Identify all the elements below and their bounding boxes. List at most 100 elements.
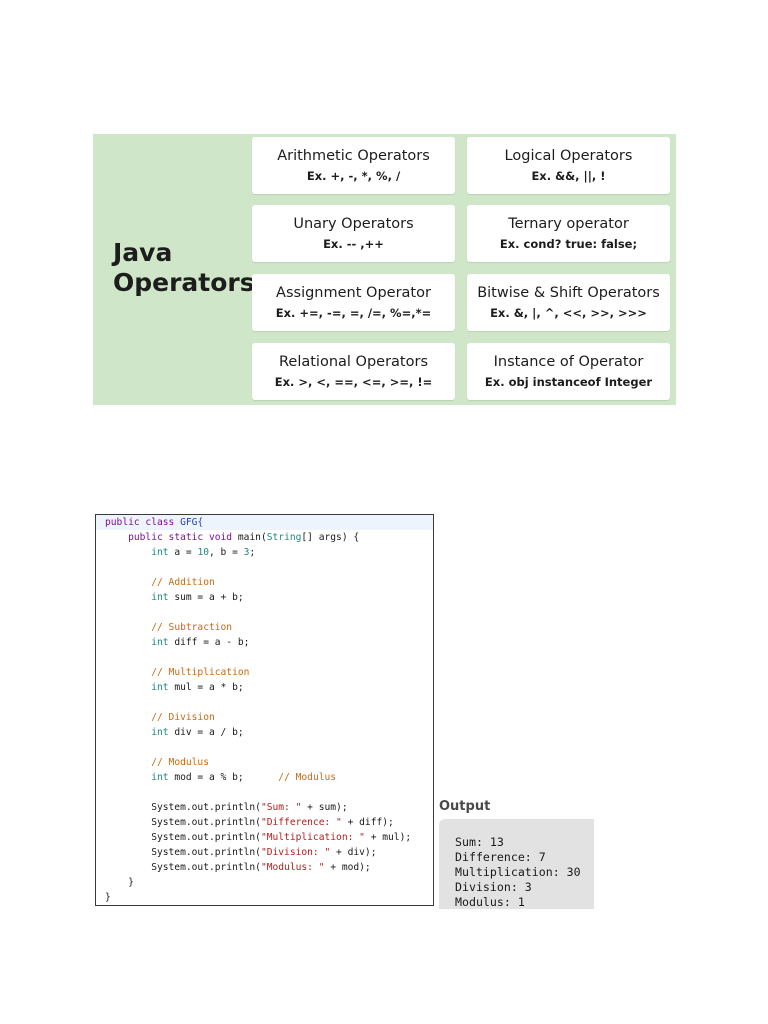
code-token: public class xyxy=(105,517,181,528)
code-token: int xyxy=(151,547,169,558)
code-token: int xyxy=(151,592,169,603)
code-line: int a = 10, b = 3; xyxy=(105,545,255,560)
code-line: // Multiplication xyxy=(105,665,249,680)
card-example: Ex. obj instanceof Integer xyxy=(484,375,653,389)
code-line: int div = a / b; xyxy=(105,725,243,740)
code-token: int xyxy=(151,637,169,648)
code-token: "Difference: " xyxy=(260,817,342,828)
code-token: ; xyxy=(249,547,256,558)
code-token: } xyxy=(105,877,134,888)
card-assignment-operator: Assignment Operator Ex. +=, -=, =, /=, %… xyxy=(252,274,455,331)
card-example: Ex. cond? true: false; xyxy=(499,237,638,251)
code-token: 3 xyxy=(243,547,250,558)
code-token: System.out.println( xyxy=(105,817,261,828)
infographic-title-line1: Java xyxy=(113,238,173,267)
output-line: Modulus: 1 xyxy=(455,895,525,909)
code-token: System.out.println( xyxy=(105,847,261,858)
code-token: [] args) { xyxy=(301,532,360,543)
card-arithmetic-operators: Arithmetic Operators Ex. +, -, *, %, / xyxy=(252,137,455,194)
code-line: public static void main(String[] args) { xyxy=(105,530,359,545)
output-line: Sum: 13 xyxy=(455,835,504,849)
code-token: System.out.println( xyxy=(105,832,261,843)
code-token: + mul); xyxy=(364,832,412,843)
code-listing: public class GFG{ public static void mai… xyxy=(95,514,434,906)
card-name: Assignment Operator xyxy=(276,285,431,301)
code-token: + mod); xyxy=(324,862,371,873)
code-token: int xyxy=(151,727,169,738)
code-token: + sum); xyxy=(301,802,348,813)
code-token: mod = a % b; xyxy=(168,772,279,783)
card-logical-operators: Logical Operators Ex. &&, ||, ! xyxy=(467,137,670,194)
card-instance-of-operator: Instance of Operator Ex. obj instanceof … xyxy=(467,343,670,400)
code-token: mul = a * b; xyxy=(168,682,244,693)
code-token: // Modulus xyxy=(151,757,209,768)
code-token xyxy=(105,667,151,678)
card-unary-operators: Unary Operators Ex. -- ,++ xyxy=(252,205,455,262)
code-token: String xyxy=(266,532,302,543)
code-token: // Subtraction xyxy=(151,622,233,633)
code-token: System.out.println( xyxy=(105,802,261,813)
code-token: 10 xyxy=(197,547,209,558)
code-line: } xyxy=(105,875,134,890)
code-token: System.out.println( xyxy=(105,862,261,873)
code-line: System.out.println("Division: " + div); xyxy=(105,845,376,860)
code-token: // Division xyxy=(151,712,215,723)
code-token xyxy=(105,532,128,543)
card-name: Logical Operators xyxy=(504,148,633,164)
output-line: Multiplication: 30 xyxy=(455,865,581,879)
code-token: { xyxy=(197,517,204,528)
card-example: Ex. >, <, ==, <=, >=, != xyxy=(274,375,433,389)
output-line: Difference: 7 xyxy=(455,850,546,864)
code-token: // Multiplication xyxy=(151,667,250,678)
code-token: sum = a + b; xyxy=(168,592,244,603)
code-line: System.out.println("Modulus: " + mod); xyxy=(105,860,371,875)
card-ternary-operator: Ternary operator Ex. cond? true: false; xyxy=(467,205,670,262)
code-token xyxy=(105,682,151,693)
infographic-title: Java Operators xyxy=(113,238,255,298)
code-token: } xyxy=(105,892,111,903)
card-example: Ex. &, |, ^, <<, >>, >>> xyxy=(490,306,647,320)
code-line: System.out.println("Multiplication: " + … xyxy=(105,830,411,845)
code-token xyxy=(105,772,151,783)
code-token: , b = xyxy=(209,547,244,558)
code-line: public class GFG{ xyxy=(96,515,433,530)
code-token: "Multiplication: " xyxy=(260,832,365,843)
code-token: a = xyxy=(168,547,198,558)
code-token: + div); xyxy=(330,847,377,858)
code-line: // Subtraction xyxy=(105,620,232,635)
code-token xyxy=(105,622,151,633)
card-name: Instance of Operator xyxy=(493,354,644,370)
output-label: Output xyxy=(439,799,491,814)
code-token xyxy=(105,577,151,588)
code-token: "Division: " xyxy=(260,847,331,858)
code-token: // Modulus xyxy=(278,772,337,783)
code-token: "Modulus: " xyxy=(260,862,325,873)
code-token: // Addition xyxy=(151,577,215,588)
code-line: int diff = a - b; xyxy=(105,635,249,650)
code-token xyxy=(105,592,151,603)
code-token: public static void xyxy=(128,532,238,543)
java-operators-infographic: Java Operators Arithmetic Operators Ex. … xyxy=(93,134,676,405)
card-name: Unary Operators xyxy=(293,216,414,232)
code-token xyxy=(105,757,151,768)
card-name: Ternary operator xyxy=(508,216,629,232)
card-example: Ex. -- ,++ xyxy=(323,237,384,251)
card-relational-operators: Relational Operators Ex. >, <, ==, <=, >… xyxy=(252,343,455,400)
code-line: // Division xyxy=(105,710,215,725)
code-token xyxy=(105,637,151,648)
code-token xyxy=(105,712,151,723)
card-example: Ex. &&, ||, ! xyxy=(531,169,606,183)
code-token xyxy=(105,547,151,558)
code-line: int mul = a * b; xyxy=(105,680,244,695)
card-name: Bitwise & Shift Operators xyxy=(477,285,660,301)
code-line: } xyxy=(105,890,111,905)
code-line: int mod = a % b; // Modulus xyxy=(105,770,336,785)
code-line: int sum = a + b; xyxy=(105,590,244,605)
code-token: + diff); xyxy=(341,817,394,828)
code-token xyxy=(105,727,151,738)
card-name: Relational Operators xyxy=(278,354,428,370)
code-token: int xyxy=(151,772,169,783)
code-line: System.out.println("Sum: " + sum); xyxy=(105,800,348,815)
card-example: Ex. +=, -=, =, /=, %=,*= xyxy=(275,306,432,320)
